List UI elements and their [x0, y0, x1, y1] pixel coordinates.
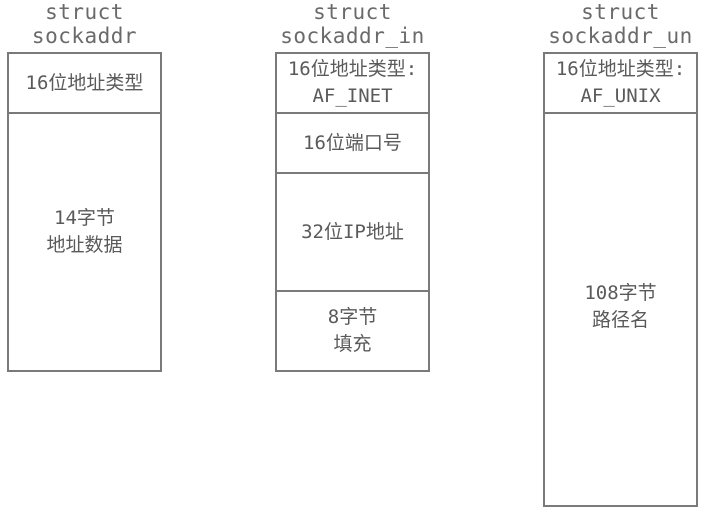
struct-sockaddr-box: 16位地址类型 14字节 地址数据	[7, 52, 162, 372]
field-address-family: 16位地址类型: AF_UNIX	[555, 58, 686, 107]
struct-sockaddr-title: struct sockaddr	[8, 0, 161, 48]
field-padding: 8字节 填充	[277, 290, 428, 370]
struct-keyword: struct	[313, 0, 392, 24]
field-path-name: 108字节 路径名	[545, 112, 696, 505]
struct-name: sockaddr	[31, 24, 138, 48]
struct-sockaddr-in-title: struct sockaddr_in	[276, 0, 429, 48]
struct-sockaddr-in-box: 16位地址类型: AF_INET 16位端口号 32位IP地址 8字节 填充	[275, 52, 430, 372]
struct-name: sockaddr_un	[548, 24, 693, 48]
field-address-family: 16位地址类型: AF_INET	[287, 58, 418, 107]
field-address-data: 14字节 地址数据	[9, 112, 160, 370]
struct-keyword: struct	[45, 0, 124, 24]
struct-sockaddr-un-title: struct sockaddr_un	[544, 0, 697, 48]
struct-keyword: struct	[581, 0, 660, 24]
field-ip-address: 32位IP地址	[277, 172, 428, 290]
struct-name: sockaddr_in	[280, 24, 425, 48]
struct-sockaddr-un-box: 16位地址类型: AF_UNIX 108字节 路径名	[543, 52, 698, 507]
field-port: 16位端口号	[277, 112, 428, 172]
field-address-family: 16位地址类型	[25, 71, 144, 94]
